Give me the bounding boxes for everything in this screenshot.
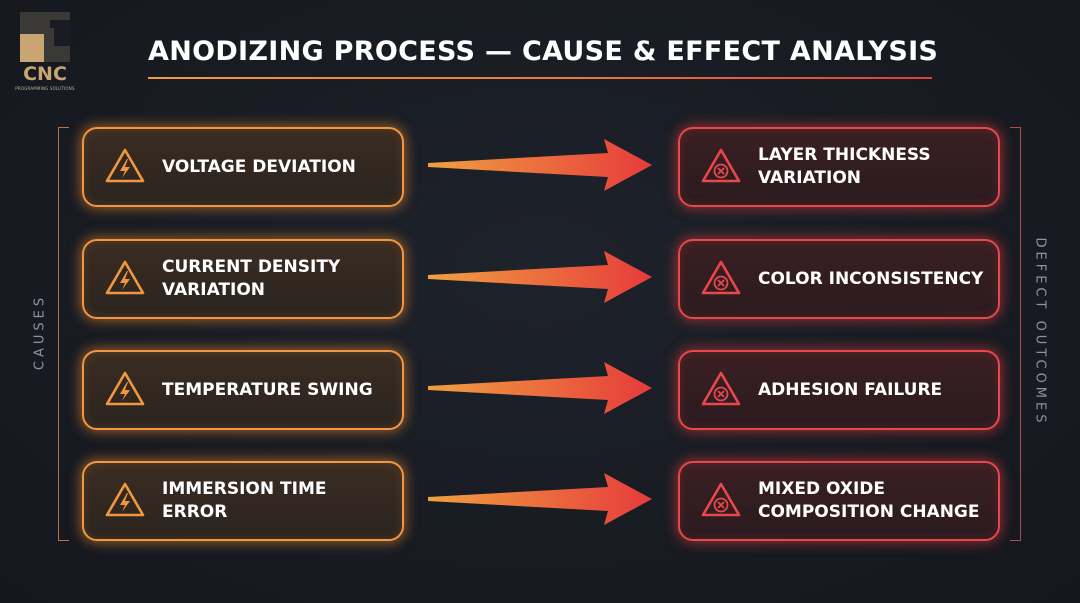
effect-label: ADHESION FAILURE	[758, 379, 943, 400]
cause-box: VOLTAGE DEVIATION	[82, 127, 404, 207]
arrow-icon	[428, 362, 652, 414]
outcomes-bracket	[1010, 127, 1021, 541]
warning-lightning-icon	[105, 371, 145, 406]
warning-x-icon	[701, 371, 741, 406]
causes-bracket	[58, 127, 69, 541]
effect-label: MIXED OXIDE COMPOSITION CHANGE	[758, 479, 980, 522]
warning-x-icon	[701, 482, 741, 517]
cause-box: TEMPERATURE SWING	[82, 350, 404, 430]
cause-effect-row: TEMPERATURE SWING ADHESION FAILURE	[0, 350, 1080, 430]
warning-lightning-icon	[105, 148, 145, 183]
arrow-icon	[428, 251, 652, 303]
effect-box: MIXED OXIDE COMPOSITION CHANGE	[678, 461, 1000, 541]
cause-box: IMMERSION TIME ERROR	[82, 461, 404, 541]
effect-label: LAYER THICKNESS VARIATION	[758, 145, 931, 188]
effect-label: COLOR INCONSISTENCY	[758, 268, 984, 289]
page-title: ANODIZING PROCESS — CAUSE & EFFECT ANALY…	[148, 36, 939, 67]
arrow-icon	[428, 139, 652, 191]
cause-label: VOLTAGE DEVIATION	[162, 156, 356, 177]
cause-effect-row: CURRENT DENSITY VARIATION COLOR INCONSIS…	[0, 239, 1080, 319]
logo-mark-icon	[20, 12, 70, 62]
warning-lightning-icon	[105, 260, 145, 295]
logo-tagline: PROGRAMMING SOLUTIONS	[15, 86, 75, 91]
arrow-icon	[428, 473, 652, 525]
cause-box: CURRENT DENSITY VARIATION	[82, 239, 404, 319]
title-underline	[148, 77, 932, 79]
cause-label: CURRENT DENSITY VARIATION	[162, 257, 341, 300]
cause-label: IMMERSION TIME ERROR	[162, 479, 327, 522]
cause-effect-row: VOLTAGE DEVIATION LAYER THICKNESS VARIAT…	[0, 127, 1080, 207]
effect-box: ADHESION FAILURE	[678, 350, 1000, 430]
logo-name: CNC	[23, 63, 67, 85]
warning-x-icon	[701, 260, 741, 295]
warning-x-icon	[701, 148, 741, 183]
cause-effect-row: IMMERSION TIME ERROR MIXED OXIDE COMPOSI…	[0, 461, 1080, 541]
effect-box: LAYER THICKNESS VARIATION	[678, 127, 1000, 207]
effect-box: COLOR INCONSISTENCY	[678, 239, 1000, 319]
cause-label: TEMPERATURE SWING	[162, 379, 373, 400]
warning-lightning-icon	[105, 482, 145, 517]
cnc-logo: CNC PROGRAMMING SOLUTIONS	[12, 12, 78, 94]
